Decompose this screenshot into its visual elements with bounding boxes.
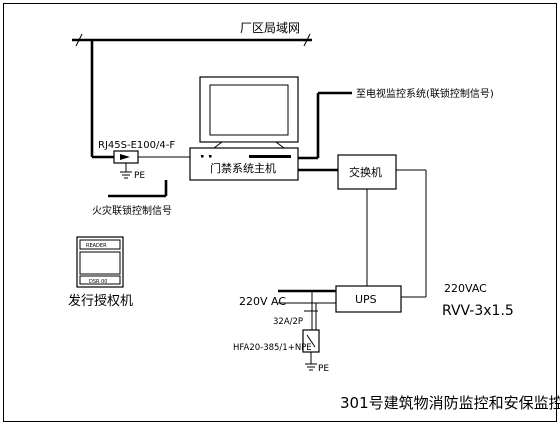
breaker-label: 32A/2P xyxy=(273,317,303,327)
ups-label: UPS xyxy=(355,293,377,306)
pe-label-top: PE xyxy=(134,171,145,181)
tv-monitor-label: 至电视监控系统(联锁控制信号) xyxy=(356,87,494,100)
rj45-label: RJ45S-E100/4-F xyxy=(98,140,175,151)
surge-protector xyxy=(302,291,320,364)
cable-spec-label: RVV-3x1.5 xyxy=(442,303,514,319)
ups-to-switch-feed xyxy=(396,169,427,298)
surge-label: HFA20-385/1+NPE xyxy=(233,343,312,353)
plant-lan-label: 厂区局域网 xyxy=(240,21,300,35)
issuer-label: 发行授权机 xyxy=(68,293,133,309)
vac-label: 220VAC xyxy=(444,282,487,295)
card-issuer-device-icon: READER DSR 00 xyxy=(76,236,124,288)
fire-signal-label: 火灾联锁控制信号 xyxy=(92,204,172,217)
host-label: 门禁系统主机 xyxy=(210,161,276,175)
fire-signal-line xyxy=(108,180,168,198)
pe-label-bottom: PE xyxy=(318,364,329,374)
pe-ground-icon xyxy=(120,171,132,179)
ac-input-label: 220V AC xyxy=(239,295,286,308)
ac-input-line xyxy=(278,289,336,304)
drawing-title: 301号建筑物消防监控和安保监控 xyxy=(340,394,560,412)
ups-unit xyxy=(335,285,402,313)
reader-top-text: READER xyxy=(86,243,107,249)
rj45-outlet xyxy=(113,150,190,172)
reader-bottom-text: DSR 00 xyxy=(89,279,107,285)
switch-label: 交换机 xyxy=(349,165,382,179)
drawing-frame xyxy=(3,3,557,422)
tv-monitor-link xyxy=(298,91,352,160)
access-host xyxy=(189,147,299,181)
computer-monitor-icon xyxy=(199,76,299,149)
pe-ground-icon-bottom xyxy=(305,363,317,371)
plant-lan-bus xyxy=(72,33,312,159)
